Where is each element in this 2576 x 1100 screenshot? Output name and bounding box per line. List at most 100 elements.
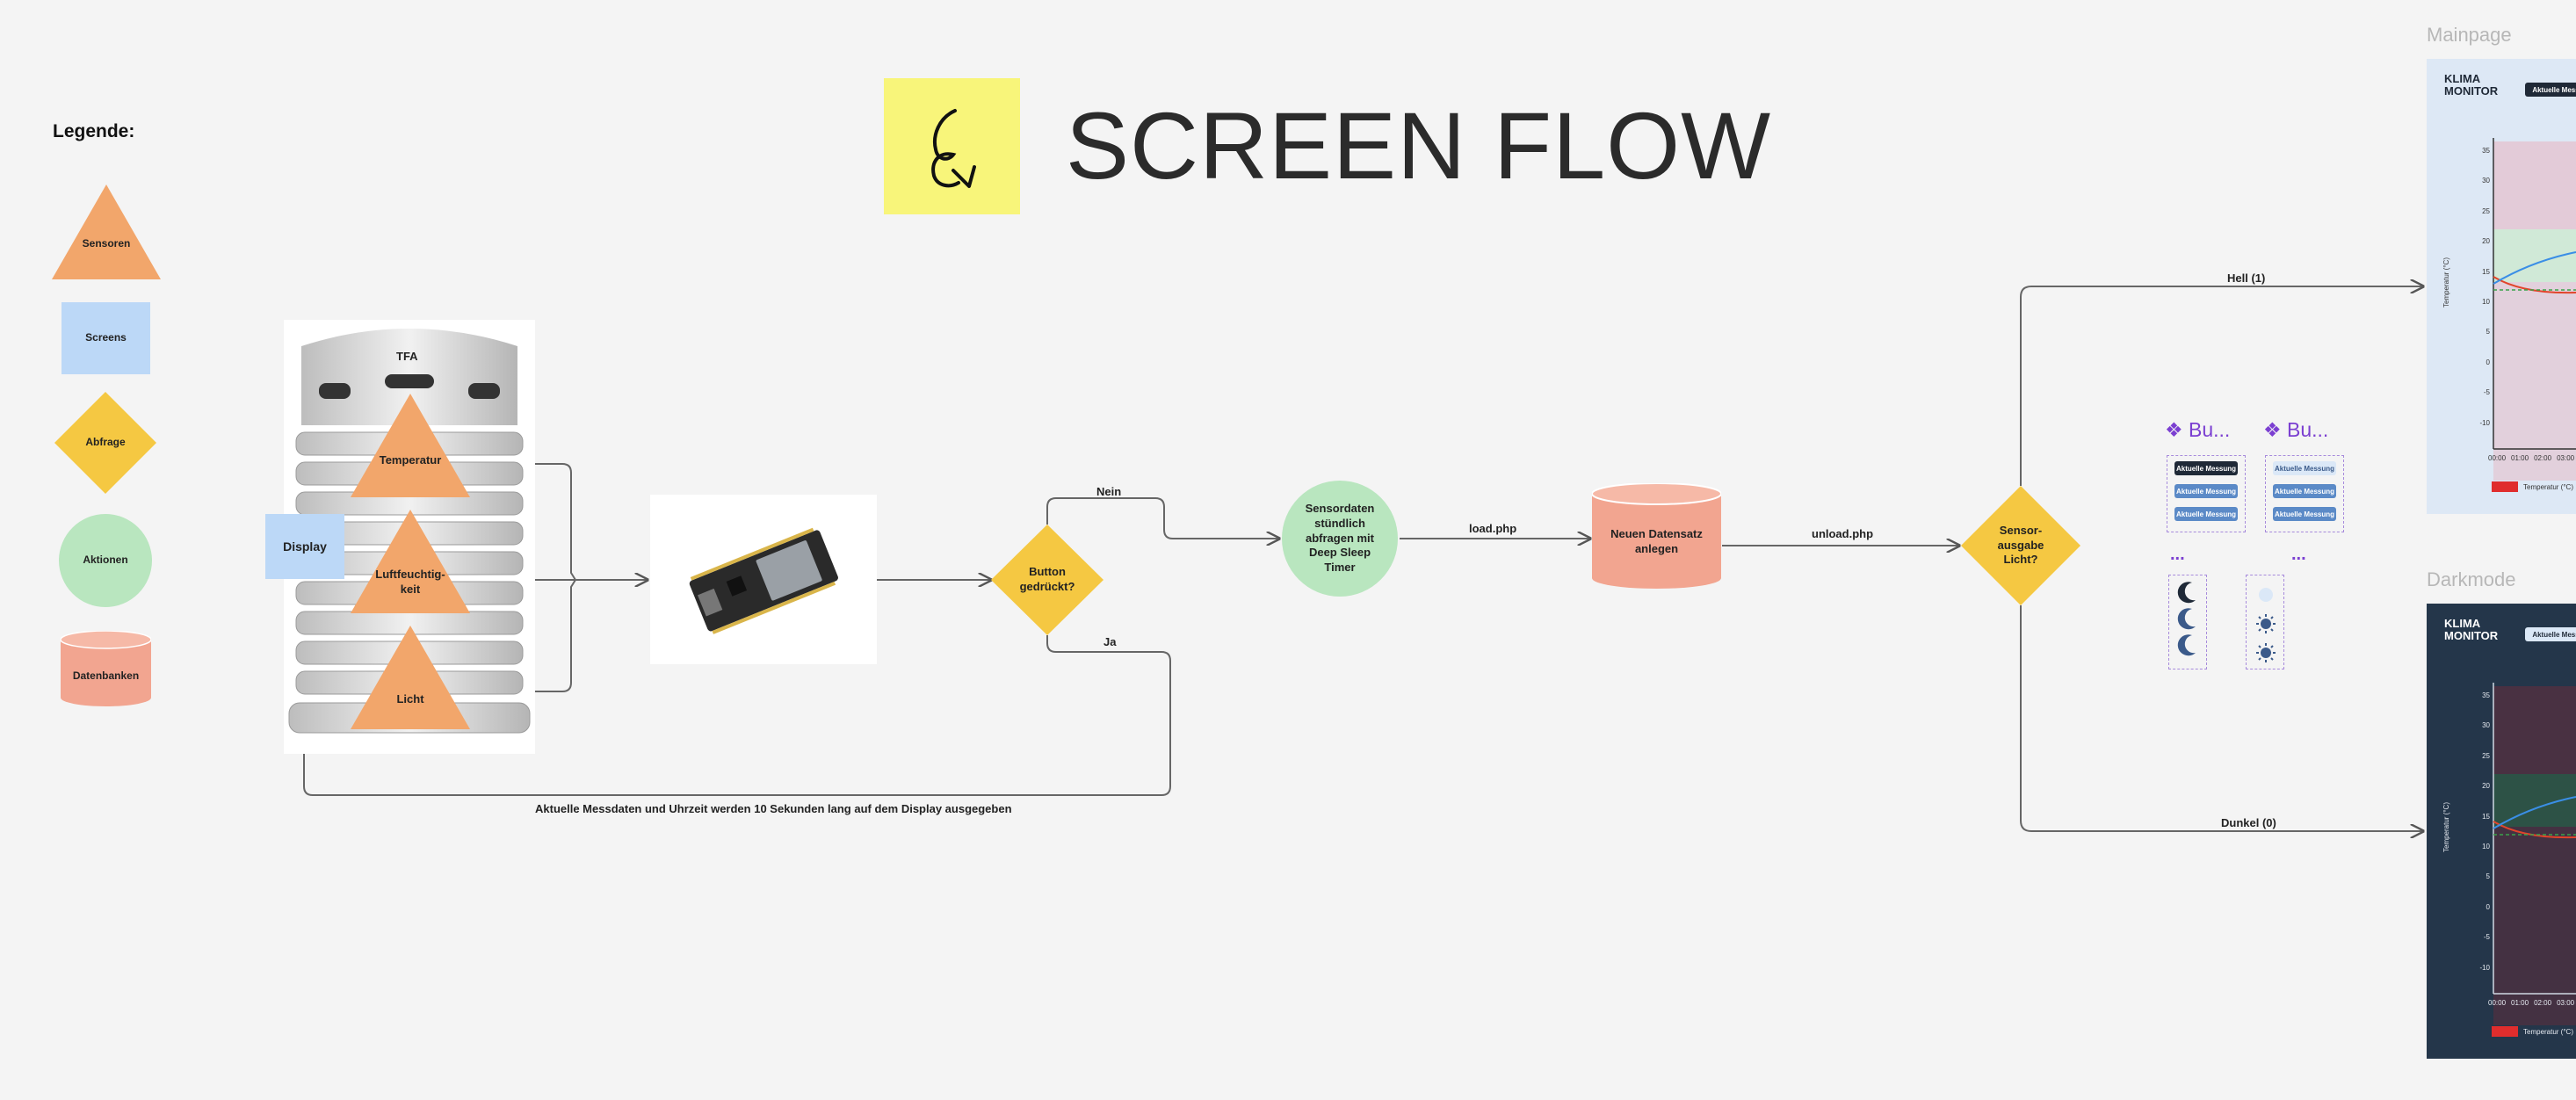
y-tick: 10 [2482,298,2490,307]
y-tick: 5 [2486,328,2490,337]
y-tick: 0 [2486,902,2490,911]
button-variant[interactable]: Aktuelle Messung [2174,461,2238,475]
edge-label-load: load.php [1469,522,1517,535]
button-variant[interactable]: Aktuelle Messung [2273,484,2336,498]
frame-title-darkmode: Darkmode [2427,568,2516,590]
triangle-shape [351,626,470,729]
moon-icon [2177,582,2196,656]
triangle-shape [351,510,470,613]
node-sensordaten: Sensordaten stündlich abfragen mit Deep … [1282,481,1398,597]
button-variant[interactable]: Aktuelle Messung [2273,507,2336,521]
measure-button[interactable]: Aktuelle Mess [2525,83,2576,97]
temperature-chart [2493,138,2576,481]
chart-y-label: Temperatur (°C) [2442,802,2450,852]
sun-icon-set [2246,575,2284,669]
legend-screen: Screens [62,302,150,374]
y-tick: 20 [2482,782,2490,791]
y-tick: 15 [2482,812,2490,821]
node-licht-label: Licht [396,692,424,706]
legend-label: Temperatur (°C) [2523,1027,2573,1036]
frame-mainpage: KLIMA MONITOR Aktuelle Mess Temperatur (… [2427,59,2576,514]
y-tick-list: 35 30 25 20 15 10 5 0 -5 -10 [2476,681,2490,983]
microcontroller-icon [689,527,838,634]
page-title: SCREEN FLOW [1066,92,1772,199]
label-line: ausgabe [1997,538,2044,552]
node-button-pressed: Button gedrückt? [991,525,1103,635]
measure-button[interactable]: Aktuelle Mess [2525,627,2576,641]
y-tick: 35 [2482,147,2490,155]
y-tick-list: 35 30 25 20 15 10 5 0 -5 -10 [2476,136,2490,438]
label-line: gedrückt? [1019,580,1075,593]
edge-temperatur-merge [457,463,576,581]
button-variants-b: Aktuelle Messung Aktuelle Messung Aktuel… [2265,455,2344,532]
node-datensatz: Neuen Datensatz anlegen [1591,482,1722,590]
node-datensatz-label: Neuen Datensatz anlegen [1592,504,1721,580]
node-temperatur-label: Temperatur [379,453,442,467]
edge-hell [2020,286,2423,486]
button-variant[interactable]: Aktuelle Messung [2273,461,2336,475]
label-line: anlegen [1634,542,1679,555]
button-variant[interactable]: Aktuelle Messung [2174,484,2238,498]
y-tick: 5 [2486,872,2490,881]
edge-ja [304,584,1171,796]
label-line: Sensor- [1999,523,2043,537]
x-tick: 01:00 [2511,454,2529,462]
frame-darkmode: KLIMA MONITOR Aktuelle Mess Temperatur (… [2427,604,2576,1059]
diamond-shape [1961,486,2080,605]
button-variant[interactable]: Aktuelle Messung [2174,507,2238,521]
y-tick: 30 [2482,721,2490,730]
triangle-shape [351,394,470,497]
x-tick: 03:00 [2557,999,2575,1007]
button-variants-a: Aktuelle Messung Aktuelle Messung Aktuel… [2167,455,2246,532]
edge-label-ja: Ja [1103,635,1117,648]
legend-swatch [2492,1026,2518,1037]
edge-label-dunkel: Dunkel (0) [2221,816,2276,829]
component-set-b-title: ❖ Bu... [2263,418,2329,441]
node-licht: Licht [351,626,470,729]
legend-query-label: Abfrage [85,436,126,449]
legend-swatch [2492,481,2518,492]
edge-label-unload: unload.php [1812,527,1874,540]
node-luftfeuchtigkeit: Luftfeuchtig- keit [351,510,470,613]
y-tick: -5 [2483,933,2490,942]
cylinder-shape [1591,482,1722,589]
logo-line: KLIMA [2444,72,2481,85]
label-line: keit [400,582,421,596]
y-tick: 35 [2482,691,2490,699]
label-line: Licht? [2003,553,2038,567]
label-line: Neuen Datensatz [1610,527,1703,541]
temperature-chart [2493,683,2576,1025]
label-line: Button [1029,565,1066,579]
x-tick-list: 00:00 01:00 02:00 03:00 [2488,454,2574,462]
legend-label: Temperatur (°C) [2523,482,2573,491]
sticky-note [884,78,1020,214]
node-temperatur: Temperatur [351,394,470,497]
diamond-shape [991,525,1103,635]
signature-arrow-icon [930,108,976,188]
node-display: Display [265,514,344,579]
y-tick: -5 [2483,388,2490,397]
app-logo: KLIMA MONITOR [2444,618,2498,641]
legend-database-label: Datenbanken [72,669,140,683]
x-tick: 00:00 [2488,454,2507,462]
chart-y-label: Temperatur (°C) [2442,257,2450,308]
legend-sensor: Sensoren [52,185,161,279]
node-sensor-light: Sensor- ausgabe Licht? [1961,486,2080,605]
y-tick: -10 [2479,963,2490,972]
diamond-shape [54,392,156,494]
y-tick: 30 [2482,177,2490,185]
moon-icon-set [2168,575,2207,669]
y-tick: -10 [2479,418,2490,427]
y-tick: 10 [2482,843,2490,851]
esp32-board-image [650,495,877,664]
chart-legend: Temperatur (°C) [2492,1026,2573,1037]
legend-heading: Legende: [53,121,135,141]
edge-label-nein: Nein [1096,485,1122,498]
x-tick: 00:00 [2488,999,2507,1007]
edge-licht-merge [457,579,576,692]
label-line: Sensordaten [1305,501,1375,515]
housing-logo: TFA [396,350,418,363]
label-line: abfragen mit [1305,531,1374,545]
node-button-label: Button gedrückt? [991,525,1103,635]
